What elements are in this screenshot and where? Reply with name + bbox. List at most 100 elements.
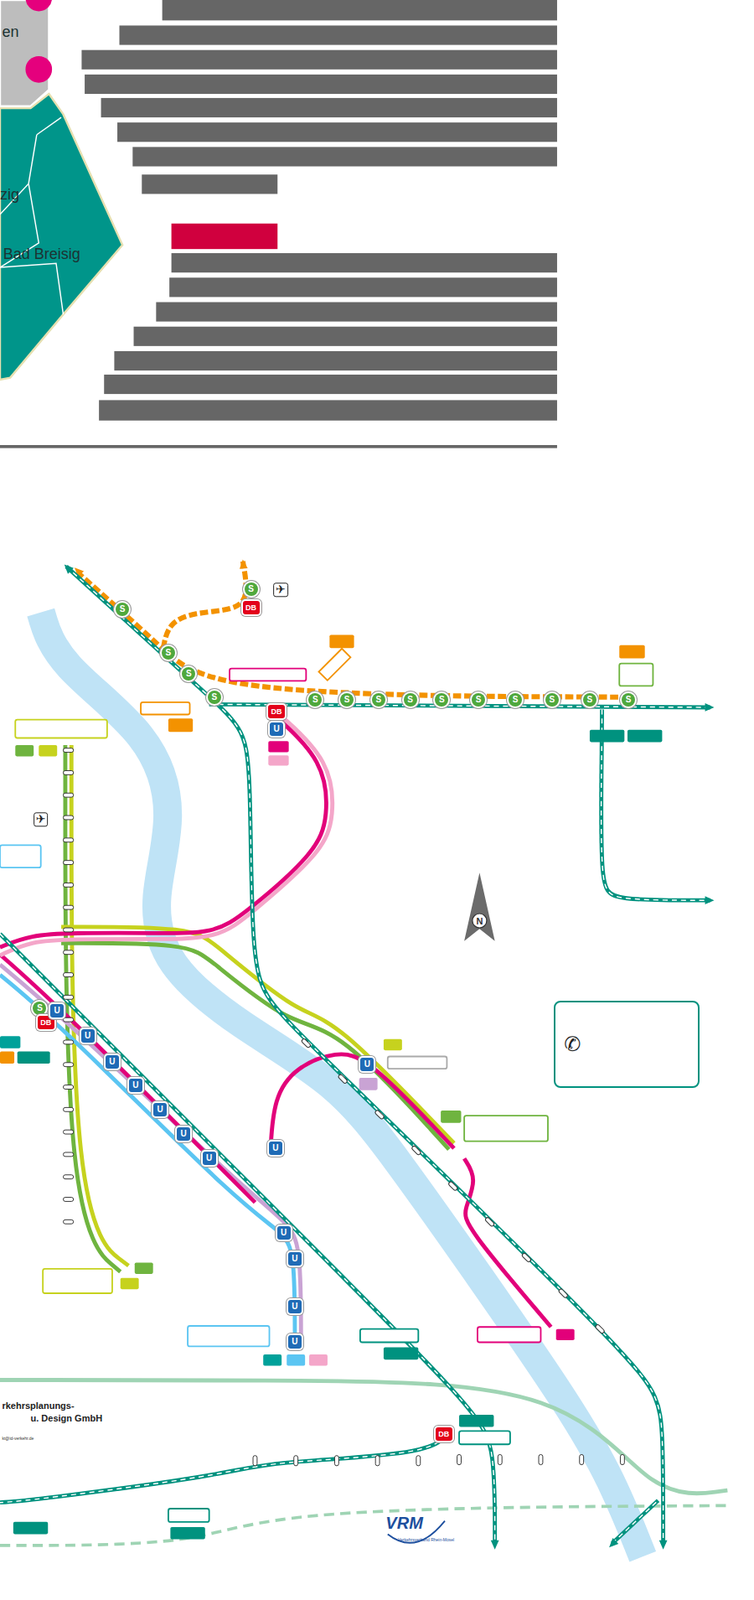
redacted-bar — [103, 374, 558, 394]
region-dot — [25, 56, 52, 83]
rail-line — [66, 566, 663, 1543]
tram-line — [71, 744, 129, 1266]
line-number-box — [459, 1414, 494, 1427]
station-tick — [457, 1453, 462, 1464]
rail-line-center — [612, 1499, 659, 1543]
s-bahn-badge: S — [621, 692, 636, 707]
separator — [0, 444, 558, 449]
u-bahn-badge: U — [288, 1251, 302, 1266]
line-number-box — [359, 1077, 378, 1090]
redacted-bar — [141, 174, 278, 194]
logo-subtitle: Verkehrsverbund Rhein-Mosel — [397, 1537, 455, 1543]
rail-line-center — [66, 566, 663, 1543]
name-box — [619, 663, 653, 687]
name-box — [459, 1430, 511, 1444]
arrowhead — [238, 558, 248, 569]
s-bahn-badge: S — [244, 582, 259, 596]
region-dot — [25, 0, 52, 11]
arrowhead — [659, 1539, 668, 1550]
station-tick — [594, 1323, 605, 1334]
station-tick — [63, 792, 74, 797]
tram-line — [76, 571, 633, 698]
station-tick — [579, 1453, 584, 1464]
line-number-box — [383, 1038, 403, 1050]
tram-line — [0, 964, 301, 1349]
tram-line — [163, 561, 247, 649]
line-number-box — [17, 1050, 51, 1064]
north-arrow — [464, 872, 496, 941]
line-number-box — [38, 744, 57, 756]
u-bahn-badge: U — [202, 1151, 217, 1165]
name-box — [0, 844, 42, 868]
region-border — [0, 117, 64, 315]
rail-line — [0, 933, 496, 1543]
station-tick — [63, 1106, 74, 1111]
redacted-bar — [101, 98, 558, 118]
line-number-box — [619, 645, 645, 659]
line-number-box — [556, 1328, 575, 1340]
redacted-bar — [155, 301, 558, 321]
u-bahn-badge: U — [288, 1299, 302, 1313]
u-bahn-badge: U — [153, 1102, 167, 1116]
station-tick — [374, 1109, 385, 1120]
s-bahn-badge: S — [434, 692, 449, 707]
firm-name: u. Design GmbH — [30, 1412, 104, 1423]
s-bahn-badge: S — [308, 692, 322, 707]
station-tick — [63, 1174, 74, 1179]
s-bahn-badge: S — [207, 690, 222, 704]
firm-name: rkehrsplanungs- — [1, 1399, 74, 1410]
rail-line — [612, 1499, 659, 1543]
station-tick — [63, 860, 74, 865]
line-number-box — [263, 1353, 282, 1365]
station-tick — [334, 1455, 339, 1466]
line-number-box — [329, 635, 354, 649]
station-tick — [63, 837, 74, 842]
name-box — [140, 702, 190, 715]
north-circle — [472, 913, 487, 928]
station-tick — [63, 748, 74, 753]
station-tick — [63, 769, 74, 775]
tram-line — [0, 714, 326, 948]
email: kt@id-verkehr.de — [1, 1435, 34, 1441]
name-box — [42, 1268, 113, 1293]
name-box — [319, 648, 352, 681]
station-tick — [448, 1180, 459, 1191]
s-bahn-badge: S — [403, 692, 418, 707]
line-number-box — [268, 740, 289, 752]
rail-line — [0, 1426, 450, 1503]
airport-icon: ✈ — [33, 811, 49, 827]
name-box — [168, 1508, 210, 1522]
line-number-box — [170, 1526, 205, 1539]
line-number-box — [0, 1035, 21, 1049]
u-bahn-badge: U — [129, 1078, 143, 1092]
region-gray — [0, 0, 49, 107]
arrowhead — [705, 895, 715, 904]
s-bahn-badge: S — [545, 692, 559, 707]
north-letter: N — [475, 914, 483, 925]
redacted-bar — [162, 0, 558, 21]
place-name: en — [1, 24, 19, 42]
station-tick — [497, 1453, 502, 1464]
redacted-bar — [81, 50, 558, 70]
s-bahn-badge: S — [115, 602, 130, 616]
station-tick — [63, 1218, 74, 1224]
line-number-box — [134, 1261, 154, 1273]
name-box — [387, 1055, 448, 1069]
u-bahn-badge: U — [277, 1225, 291, 1240]
u-bahn-badge: U — [105, 1054, 119, 1069]
station-tick — [538, 1453, 543, 1464]
tram-line — [61, 942, 450, 1149]
station-tick — [63, 950, 74, 955]
arrowhead — [705, 702, 715, 712]
s-bahn-badge: S — [471, 692, 486, 707]
station-tick — [485, 1216, 496, 1227]
station-tick — [63, 927, 74, 932]
line-number-box — [440, 1110, 461, 1123]
station-tick — [63, 1197, 74, 1202]
name-box — [477, 1326, 542, 1342]
name-box — [229, 668, 306, 682]
region-teal — [0, 93, 123, 380]
phone-icon: ✆ — [555, 1032, 581, 1056]
station-tick — [337, 1073, 348, 1084]
s-bahn-badge: S — [161, 645, 176, 660]
